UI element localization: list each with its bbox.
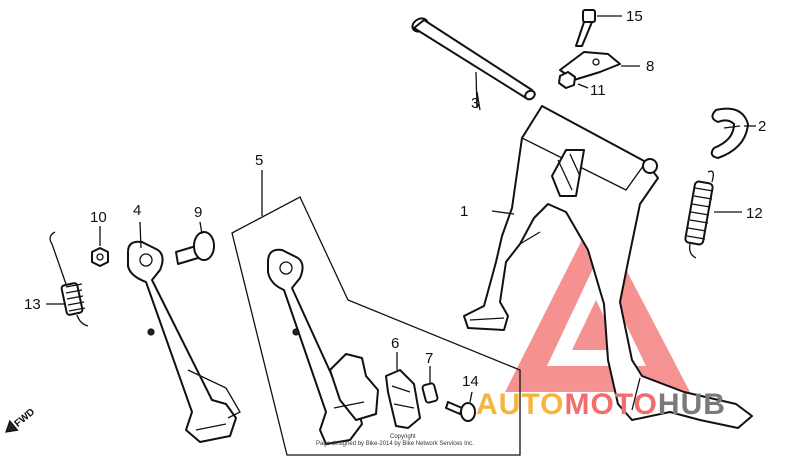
- watermark-wordmark: AUTOMOTOHUB: [476, 388, 726, 421]
- copyright-notice: Copyright Page designed by Bike-2014 by …: [316, 434, 474, 447]
- callout-6: 6: [391, 335, 399, 352]
- part-7-collar: [421, 382, 439, 404]
- callout-labels: 1 2 3 4 5 6 7 8 9 10 11 12 13 14 15: [24, 8, 766, 390]
- part-6-bracket: [385, 369, 421, 429]
- watermark-auto: AUTO: [476, 388, 564, 421]
- callout-1: 1: [460, 203, 468, 220]
- fwd-arrow-icon: [5, 419, 19, 433]
- leader-lines: [46, 15, 756, 403]
- watermark-hub: HUB: [658, 388, 726, 421]
- part-14-bolt: [445, 401, 476, 422]
- part-5-stand: [267, 248, 379, 445]
- part-3-pivot-shaft: [411, 17, 536, 101]
- part-12-spring: [684, 170, 714, 259]
- part-4-side-stand: [127, 240, 241, 443]
- callout-3: 3: [471, 95, 479, 112]
- svg-text:AUTOMOTOHUB: AUTOMOTOHUB: [476, 388, 726, 421]
- callout-4: 4: [133, 202, 141, 219]
- callout-11: 11: [590, 82, 606, 99]
- part-15-bolt: [575, 9, 596, 47]
- copyright-line-2: Page designed by Bike-2014 by Bike Netwo…: [316, 441, 474, 447]
- kit-5-outline: [231, 196, 521, 456]
- watermark-triangle: [505, 212, 690, 392]
- part-10-nut: [91, 247, 109, 267]
- watermark-moto: MOTO: [564, 388, 657, 421]
- callout-7: 7: [425, 350, 433, 367]
- copyright-line-1: Copyright: [390, 434, 416, 440]
- callout-12: 12: [746, 205, 763, 222]
- part-1-main-stand: [463, 105, 753, 429]
- callout-14: 14: [462, 373, 479, 390]
- part-2-clip: [710, 107, 749, 159]
- callout-15: 15: [626, 8, 643, 25]
- callout-13: 13: [24, 296, 41, 313]
- callout-8: 8: [646, 58, 654, 75]
- callout-9: 9: [194, 204, 202, 221]
- fwd-label: FWD: [13, 407, 38, 430]
- callout-2: 2: [758, 118, 766, 135]
- part-9-pivot-bolt: [175, 231, 215, 265]
- callout-10: 10: [90, 209, 107, 226]
- part-13-spring: [49, 231, 89, 327]
- fwd-direction-marker: FWD: [5, 407, 38, 433]
- callout-5: 5: [255, 152, 263, 169]
- part-11-nut: [558, 71, 576, 89]
